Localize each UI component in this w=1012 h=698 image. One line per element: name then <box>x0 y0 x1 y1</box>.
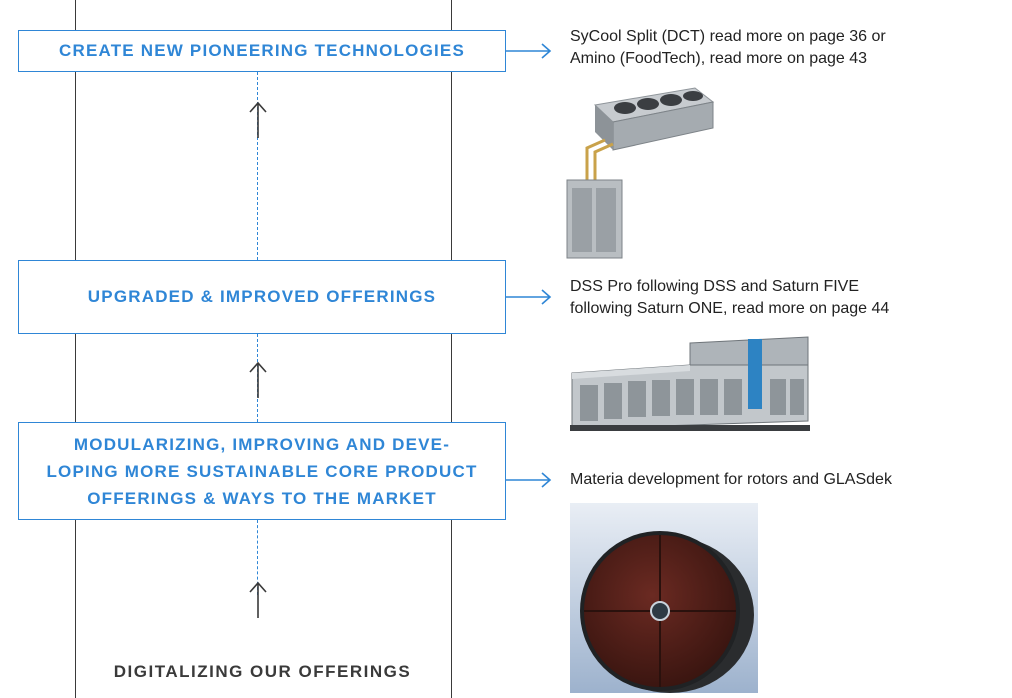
description-line: SyCool Split (DCT) read more on page 36 … <box>570 28 886 45</box>
arrow-up-icon <box>249 581 267 618</box>
step-description: SyCool Split (DCT) read more on page 36 … <box>570 26 886 70</box>
step-label-line: LOPING MORE SUSTAINABLE CORE PRODUCT <box>46 461 478 481</box>
step-description: DSS Pro following DSS and Saturn FIVE fo… <box>570 276 889 320</box>
step-label: UPGRADED & IMPROVED OFFERINGS <box>87 287 437 306</box>
arrow-right-icon <box>506 43 552 59</box>
arrow-right-icon <box>506 472 552 488</box>
dashed-connector <box>257 520 258 595</box>
step-box-core-offerings: MODULARIZING, IMPROVING AND DEVE- LOPING… <box>18 422 506 520</box>
description-line: DSS Pro following DSS and Saturn FIVE <box>570 278 860 295</box>
sycool-split-unit-image <box>566 87 715 259</box>
description-line: following Saturn ONE, read more on page … <box>570 300 890 317</box>
step-label: CREATE NEW PIONEERING TECHNOLOGIES <box>58 41 465 60</box>
step-box-pioneering-technologies: CREATE NEW PIONEERING TECHNOLOGIES <box>18 30 506 72</box>
air-handling-unit-image <box>570 336 810 431</box>
dashed-connector <box>257 72 258 260</box>
arrow-up-icon <box>249 361 267 398</box>
step-label-line: OFFERINGS & WAYS TO THE MARKET <box>87 488 437 508</box>
arrow-right-icon <box>506 289 552 305</box>
base-step-label: DIGITALIZING OUR OFFERINGS <box>113 662 412 681</box>
progression-column <box>75 0 452 698</box>
arrow-up-icon <box>249 101 267 138</box>
description-line: Amino (FoodTech), read more on page 43 <box>570 50 868 67</box>
step-description: Materia development for rotors and GLASd… <box>570 471 892 488</box>
step-box-upgraded-offerings: UPGRADED & IMPROVED OFFERINGS <box>18 260 506 334</box>
step-label-line: MODULARIZING, IMPROVING AND DEVE- <box>73 434 451 454</box>
desiccant-rotor-image <box>570 503 758 693</box>
